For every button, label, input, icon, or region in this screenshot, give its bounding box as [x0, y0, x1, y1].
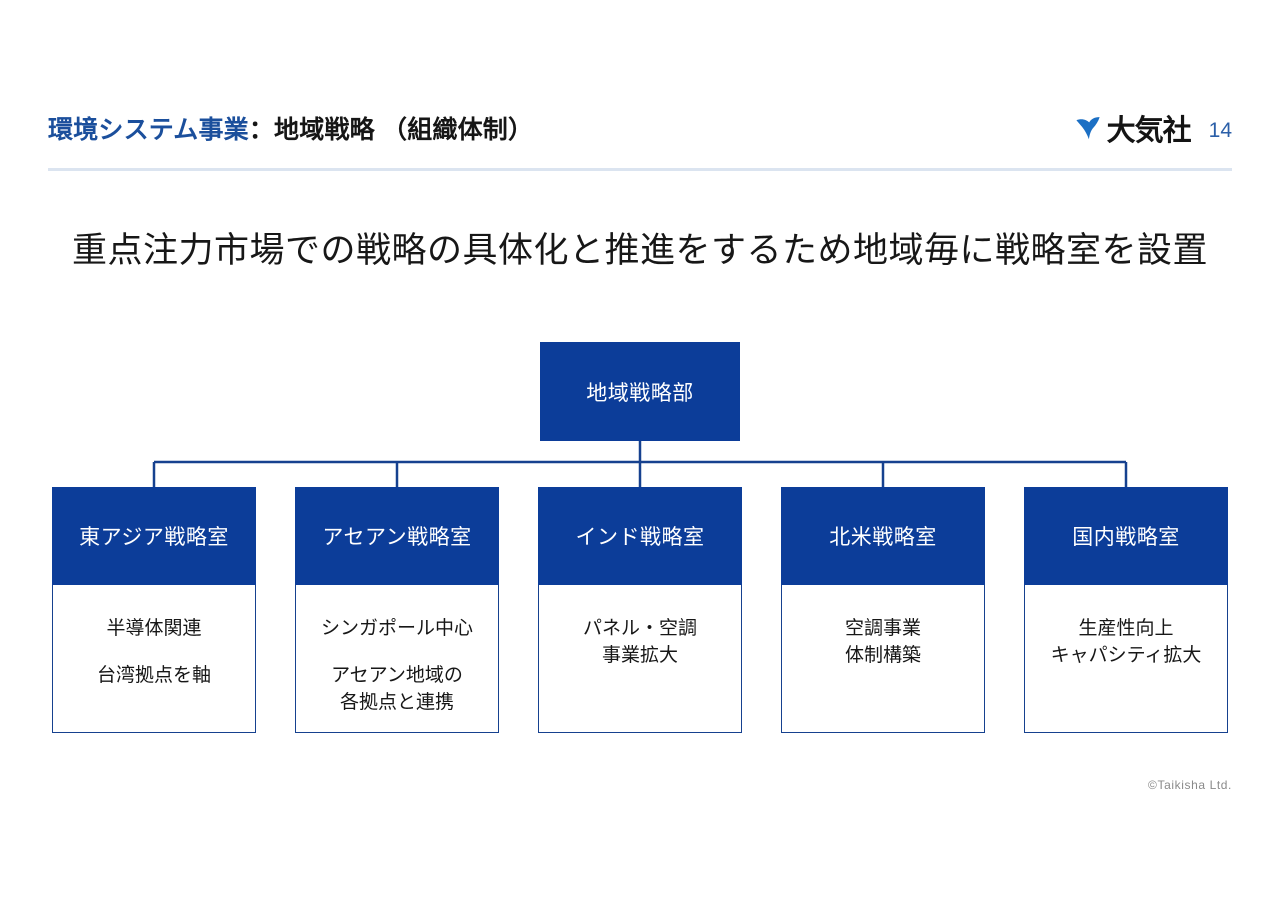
org-node-domestic-line-1: 生産性向上 キャパシティ拡大	[1050, 618, 1202, 666]
slide-header: 環境システム事業：地域戦略 （組織体制） 大気社 14	[0, 112, 1280, 172]
brand-name: 大気社	[1106, 115, 1192, 147]
taikisha-v-leaf-icon	[1076, 117, 1100, 140]
footer-copyright: ©Taikisha Ltd.	[1148, 778, 1232, 792]
org-node-root-label: 地域戦略部	[586, 381, 694, 405]
org-node-asean-line-1: シンガポール中心	[320, 618, 473, 639]
org-node-india-title: インド戦略室	[538, 487, 742, 585]
org-node-east-asia-line-2: 台湾拠点を軸	[96, 665, 211, 686]
org-node-domestic: 国内戦略室 生産性向上 キャパシティ拡大	[1024, 487, 1228, 733]
org-node-north-america-title: 北米戦略室	[781, 487, 985, 585]
org-node-north-america: 北米戦略室 空調事業 体制構築	[781, 487, 985, 733]
org-node-domestic-body: 生産性向上 キャパシティ拡大	[1024, 585, 1228, 733]
org-node-asean: アセアン戦略室 シンガポール中心 アセアン地域の 各拠点と連携	[295, 487, 499, 733]
org-node-asean-body: シンガポール中心 アセアン地域の 各拠点と連携	[295, 585, 499, 733]
page-title: 環境システム事業：地域戦略 （組織体制）	[48, 112, 533, 148]
org-node-domestic-title: 国内戦略室	[1024, 487, 1228, 585]
org-node-north-america-line-1: 空調事業 体制構築	[844, 618, 921, 666]
org-node-india: インド戦略室 パネル・空調 事業拡大	[538, 487, 742, 733]
org-node-root: 地域戦略部	[540, 342, 740, 441]
header-divider	[48, 168, 1232, 171]
org-node-asean-title: アセアン戦略室	[295, 487, 499, 585]
org-node-east-asia-title: 東アジア戦略室	[52, 487, 256, 585]
org-node-east-asia-body: 半導体関連 台湾拠点を軸	[52, 585, 256, 733]
org-node-india-line-1: パネル・空調 事業拡大	[582, 618, 697, 666]
lead-statement: 重点注力市場での戦略の具体化と推進をするため地域毎に戦略室を設置	[71, 231, 1208, 270]
org-node-india-body: パネル・空調 事業拡大	[538, 585, 742, 733]
brand-block: 大気社 14	[1074, 116, 1232, 146]
org-node-asean-line-2: アセアン地域の 各拠点と連携	[331, 665, 463, 713]
page-title-primary: 環境システム事業	[48, 116, 249, 144]
page-title-secondary: ：地域戦略 （組織体制）	[248, 116, 534, 144]
company-logo: 大気社	[1074, 115, 1192, 147]
org-node-east-asia: 東アジア戦略室 半導体関連 台湾拠点を軸	[52, 487, 256, 733]
org-node-north-america-body: 空調事業 体制構築	[781, 585, 985, 733]
org-node-east-asia-line-1: 半導体関連	[106, 618, 202, 639]
page-number: 14	[1208, 119, 1232, 142]
